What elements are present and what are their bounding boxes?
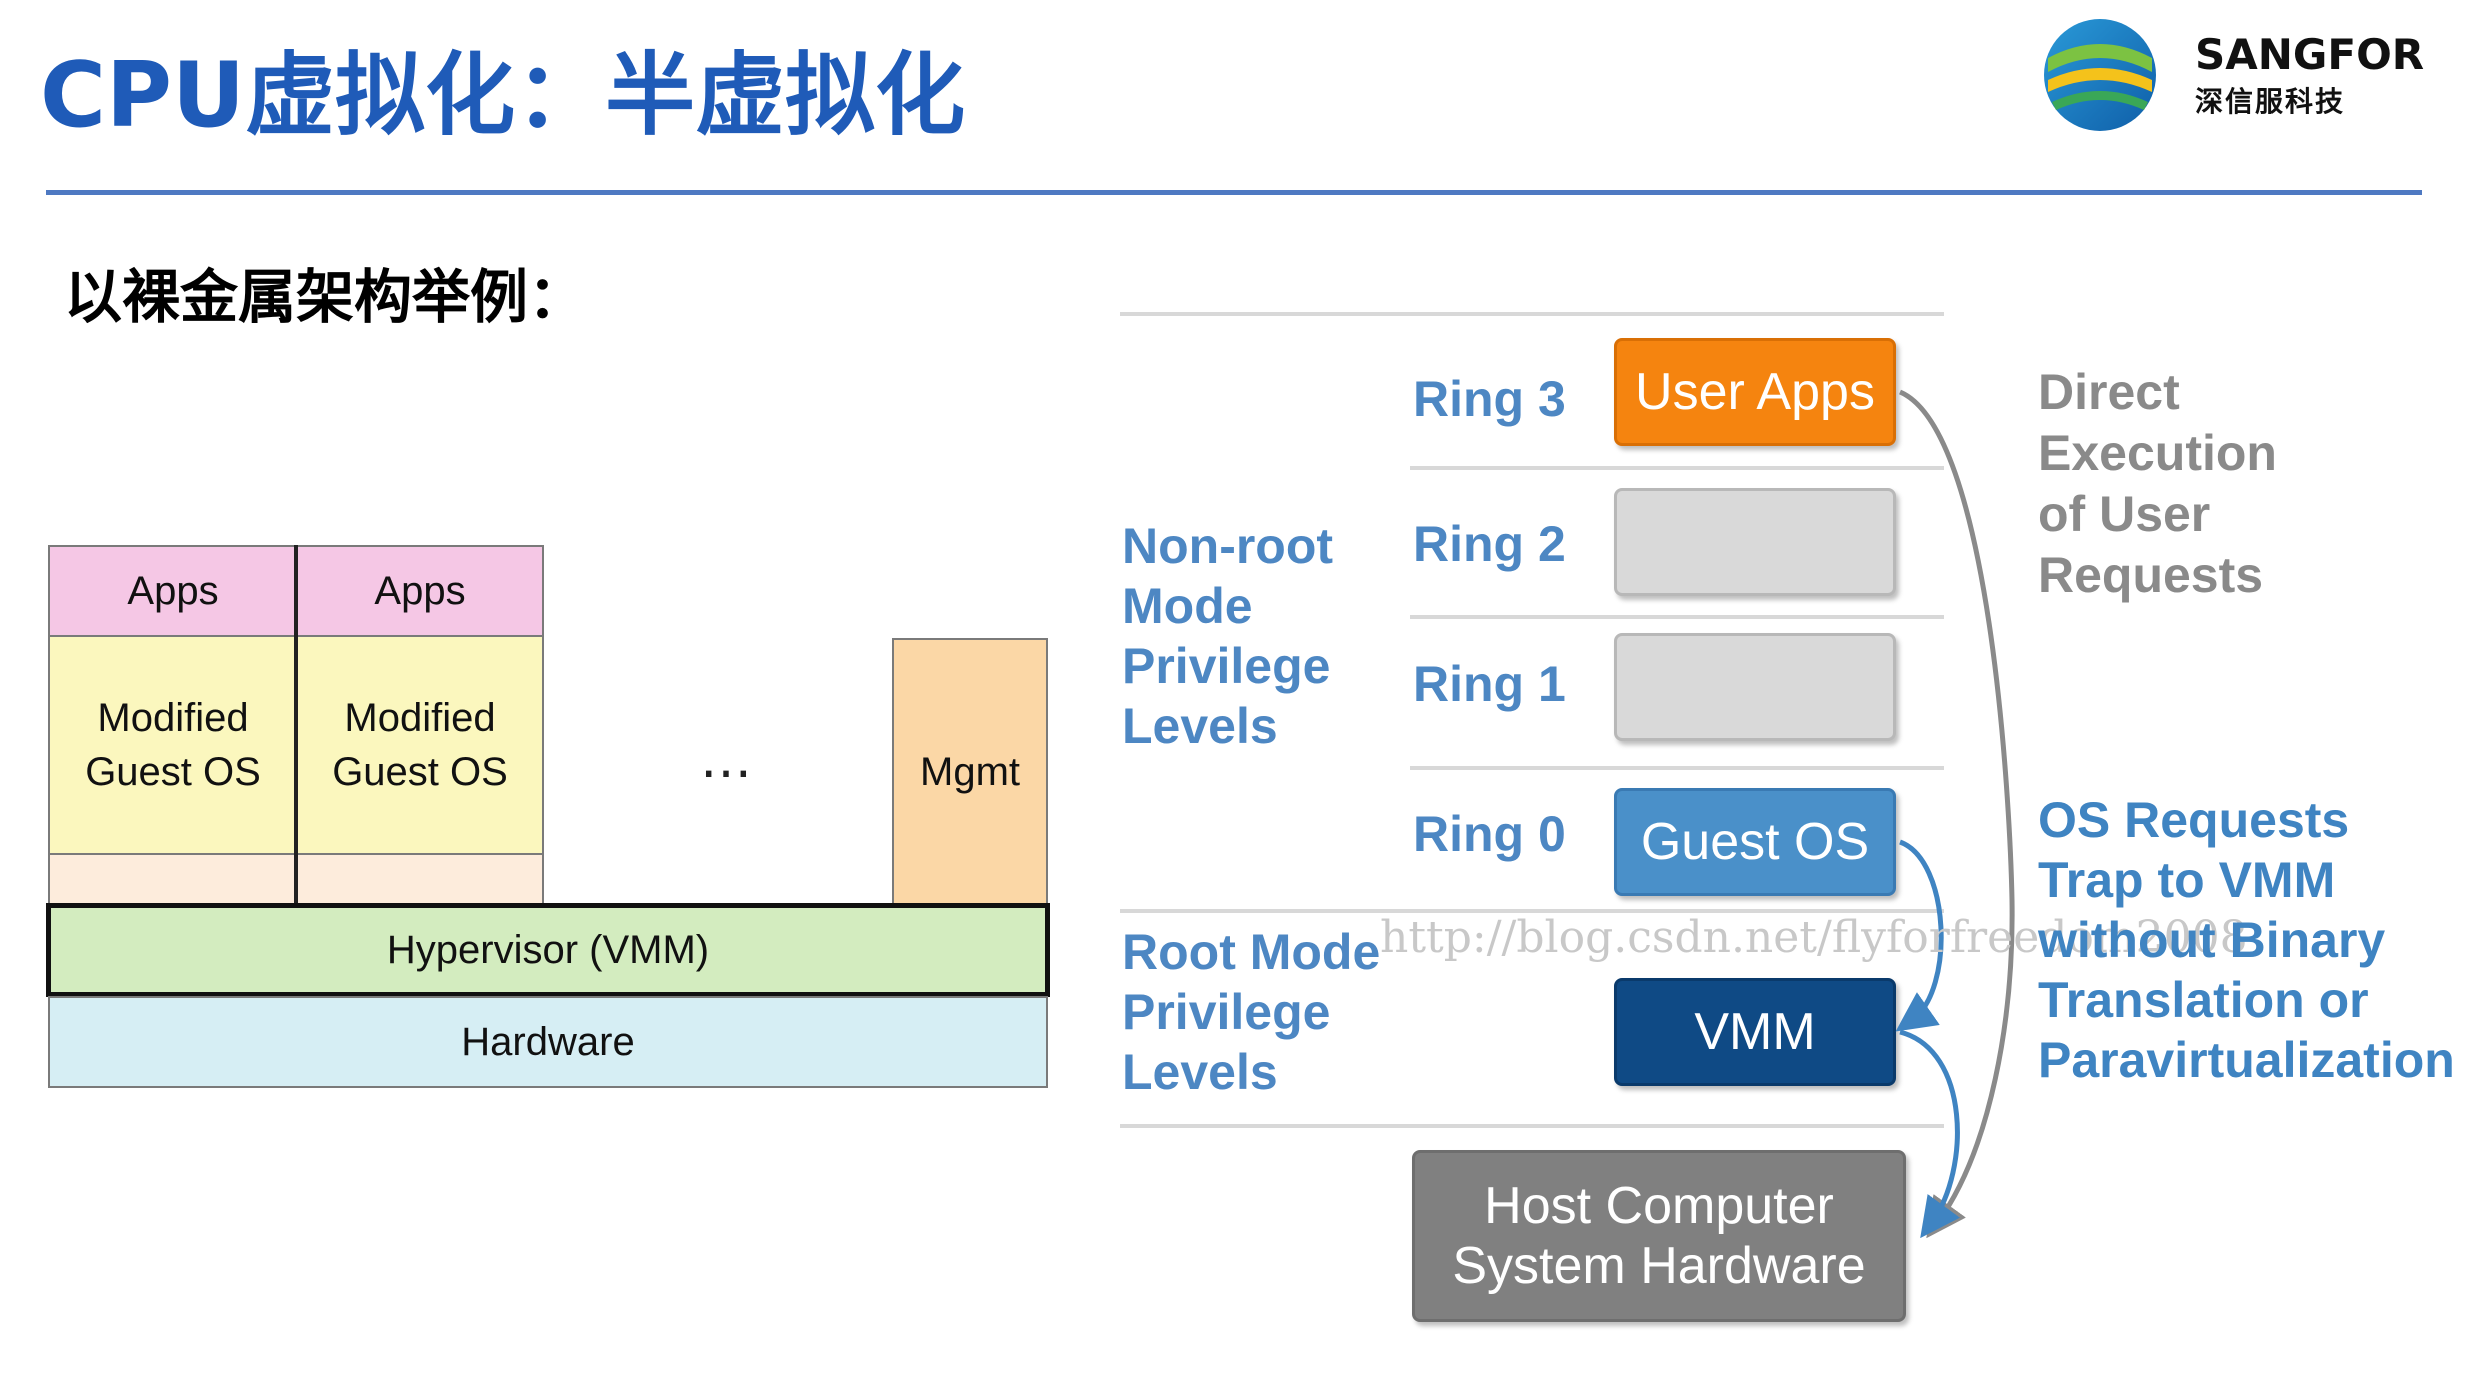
direct-line-1: Direct (2038, 364, 2180, 420)
host-hw-line-1: Host Computer (1484, 1177, 1834, 1235)
divider-ring2 (1410, 615, 1944, 619)
non-root-line-2: Mode (1122, 578, 1253, 634)
page-title: CPU虚拟化：半虚拟化 (40, 43, 966, 148)
apps-box-1: Apps (48, 545, 298, 637)
vm-divider (294, 545, 298, 905)
watermark: http://blog.csdn.net/flyforfreedom2008 (1380, 912, 2248, 963)
ring-2-label: Ring 2 (1413, 516, 1566, 572)
direct-line-3: of User (2038, 486, 2211, 542)
apps-box-2: Apps (296, 545, 544, 637)
sangfor-logo-icon (2044, 19, 2156, 131)
ring-1-box (1614, 633, 1896, 741)
direct-execution-label: Direct Execution of User Requests (2038, 362, 2277, 606)
non-root-mode-label: Non-root Mode Privilege Levels (1122, 516, 1333, 756)
divider-top (1120, 312, 1944, 316)
guest-os-box: Guest OS (1614, 788, 1896, 896)
root-mode-label: Root Mode Privilege Levels (1122, 922, 1380, 1102)
root-line-1: Root Mode (1122, 924, 1381, 980)
header-divider (46, 190, 2422, 195)
guest-os-box-1: Modified Guest OS (48, 635, 298, 855)
osreq-line-1: OS Requests (2038, 792, 2350, 848)
os-requests-label: OS Requests Trap to VMM without Binary T… (2038, 790, 2455, 1090)
osreq-line-3: without Binary (2038, 912, 2386, 968)
divider-root (1120, 909, 1944, 913)
direct-line-4: Requests (2038, 547, 2264, 603)
direct-line-2: Execution (2038, 425, 2277, 481)
ellipsis: … (700, 730, 752, 790)
non-root-line-4: Levels (1122, 698, 1278, 754)
divider-bottom (1120, 1124, 1944, 1128)
divider-ring3 (1410, 466, 1944, 470)
non-root-line-3: Privilege (1122, 638, 1331, 694)
user-apps-box: User Apps (1614, 338, 1896, 446)
osreq-line-4: Translation or (2038, 972, 2369, 1028)
ring-2-box (1614, 488, 1896, 596)
divider-ring1 (1410, 766, 1944, 770)
mgmt-box: Mgmt (892, 638, 1048, 906)
trap-to-vmm-arrow (1895, 839, 1944, 1032)
osreq-line-5: Paravirtualization (2038, 1032, 2455, 1088)
non-root-line-1: Non-root (1122, 518, 1334, 574)
ring-3-label: Ring 3 (1413, 371, 1566, 427)
osreq-line-2: Trap to VMM (2038, 852, 2336, 908)
section-subtitle: 以裸金属架构举例： (64, 263, 587, 331)
host-hw-line-2: System Hardware (1452, 1237, 1866, 1295)
brand-subtitle: 深信服科技 (2195, 85, 2346, 118)
host-hardware-box: Host Computer System Hardware (1412, 1150, 1906, 1322)
ring-0-label: Ring 0 (1413, 806, 1566, 862)
hypervisor-box: Hypervisor (VMM) (46, 903, 1050, 997)
root-line-2: Privilege (1122, 984, 1331, 1040)
brand-name: SANGFOR (2195, 30, 2425, 79)
direct-execution-arrow (1898, 389, 2015, 1239)
ring-1-label: Ring 1 (1413, 656, 1566, 712)
vmm-to-hardware-arrow (1899, 1029, 1960, 1239)
root-line-3: Levels (1122, 1044, 1278, 1100)
guest-base-1 (48, 853, 298, 905)
hardware-box: Hardware (48, 996, 1048, 1088)
guest-os-box-2: Modified Guest OS (296, 635, 544, 855)
vmm-box: VMM (1614, 978, 1896, 1086)
